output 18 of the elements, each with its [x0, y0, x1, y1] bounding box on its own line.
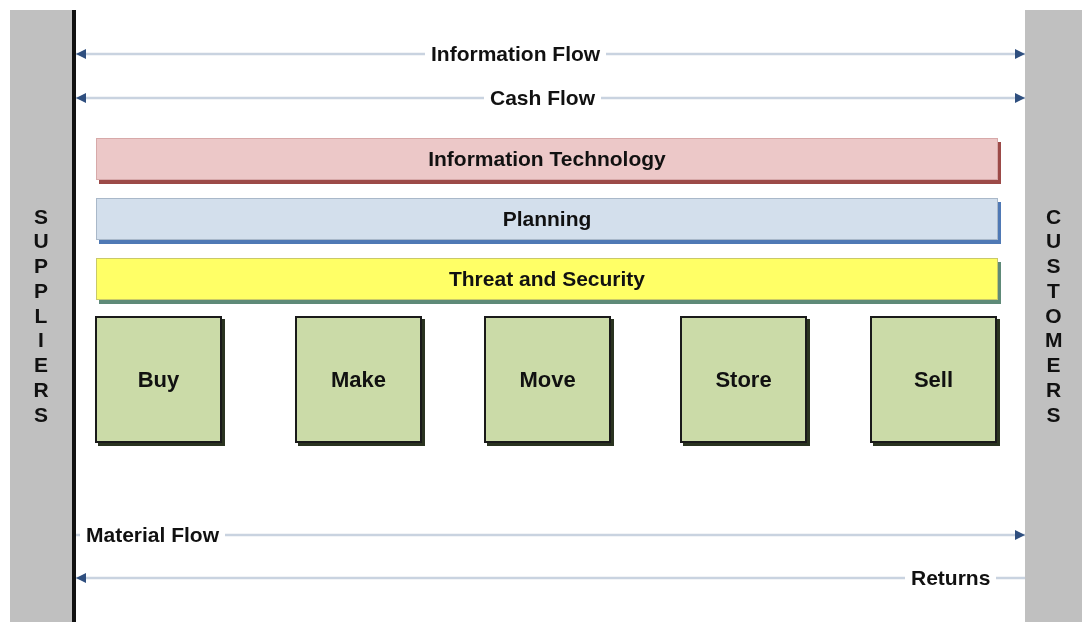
band-label: Planning [502, 207, 592, 231]
process-box [95, 316, 222, 443]
process-box [680, 316, 807, 443]
band-label: Information Technology [428, 147, 666, 171]
vertical-label: SUPPLIERS [32, 204, 50, 428]
process-box [484, 316, 611, 443]
process-label: Buy [137, 366, 180, 393]
process-label: Store [715, 366, 772, 393]
process-box [870, 316, 997, 443]
flow-arrow [76, 573, 1025, 583]
process-label: Sell [913, 366, 954, 393]
side-bar [1025, 10, 1082, 622]
process-label: Move [519, 366, 576, 393]
vertical-label: CUSTOMERS [1045, 204, 1062, 428]
process-box [295, 316, 422, 443]
side-bar [10, 10, 76, 622]
process-label: Make [330, 366, 386, 393]
band-label: Threat and Security [448, 267, 646, 291]
